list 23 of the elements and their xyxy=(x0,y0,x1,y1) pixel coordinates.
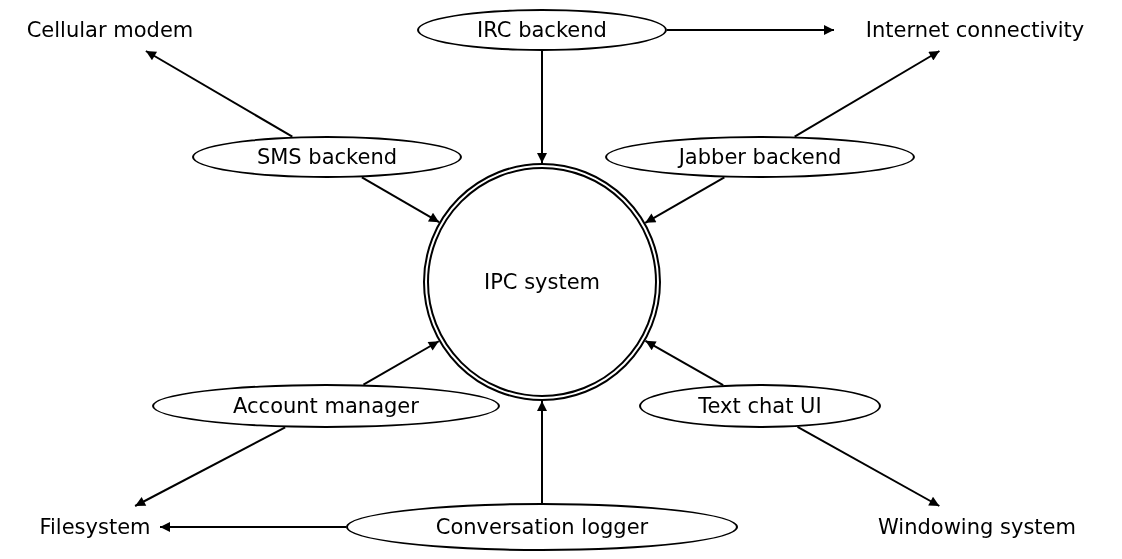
arrow xyxy=(537,400,547,504)
node-label: Windowing system xyxy=(862,512,1092,542)
node-text: Jabber backend xyxy=(678,145,842,169)
arrow xyxy=(644,176,726,224)
arrow xyxy=(537,50,547,164)
arrow xyxy=(796,425,941,507)
node-text: SMS backend xyxy=(256,145,398,169)
arrow xyxy=(362,340,440,386)
arrow xyxy=(134,426,287,507)
arrow xyxy=(666,25,835,35)
node-label: Filesystem xyxy=(36,512,154,542)
node-label: Cellular modem xyxy=(5,15,215,45)
node-text: IPC system xyxy=(483,270,601,294)
node-text: Account manager xyxy=(233,394,419,418)
arrow xyxy=(159,522,347,532)
node-text: IRC backend xyxy=(477,18,607,42)
node-text: Text chat UI xyxy=(698,394,822,418)
arrow xyxy=(793,50,941,138)
node-label: Internet connectivity xyxy=(840,15,1110,45)
arrow xyxy=(644,339,725,387)
node-text: Conversation logger xyxy=(435,515,649,539)
arrow xyxy=(360,176,441,224)
arrow xyxy=(144,50,294,138)
